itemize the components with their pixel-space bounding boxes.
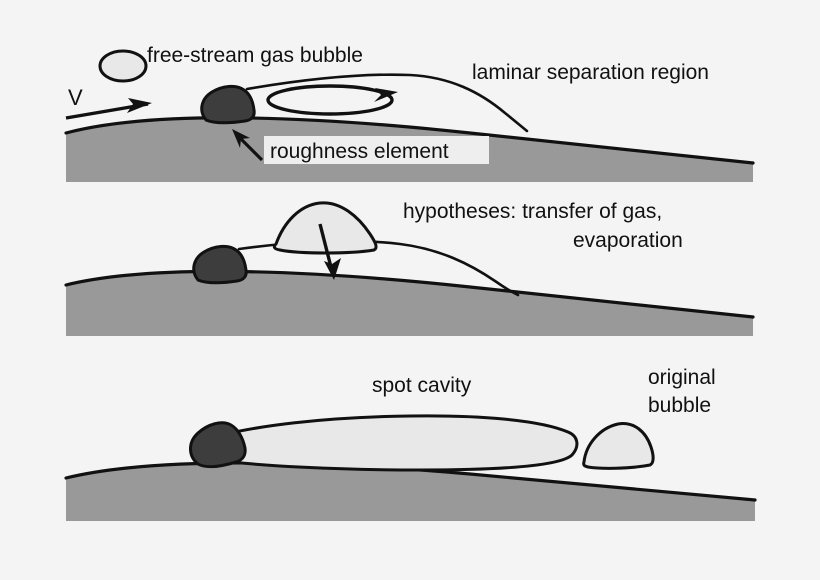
label-hypotheses-line2: evaporation bbox=[573, 229, 683, 252]
roughness-element bbox=[192, 244, 248, 285]
spot-cavity bbox=[196, 414, 579, 472]
label-spot-cavity: spot cavity bbox=[372, 374, 472, 397]
label-free-stream-gas-bubble: free-stream gas bubble bbox=[147, 44, 363, 67]
free-stream-gas-bubble bbox=[98, 49, 148, 83]
recirculation-vortex bbox=[266, 84, 394, 116]
surface-contour-line bbox=[64, 269, 755, 319]
attached-gas-bubble bbox=[272, 201, 378, 255]
roughness-element bbox=[189, 421, 247, 469]
separation-streamline bbox=[245, 73, 529, 133]
transfer-arrow-head bbox=[324, 258, 341, 280]
transfer-arrow-line bbox=[318, 223, 334, 272]
velocity-arrow-head bbox=[127, 98, 152, 113]
label-original-bubble-line2: bubble bbox=[648, 394, 711, 417]
roughness-element bbox=[200, 84, 256, 125]
recirculation-arrow-head bbox=[374, 88, 398, 102]
label-roughness-element: roughness element bbox=[270, 140, 449, 163]
panel-top: free-stream gas bubble V laminar separat… bbox=[64, 44, 755, 182]
panel-middle: hypotheses: transfer of gas, evaporation bbox=[64, 200, 755, 336]
surface-contour-line bbox=[64, 116, 755, 165]
panel-bottom: spot cavity original bubble bbox=[64, 366, 757, 521]
label-laminar-separation-region: laminar separation region bbox=[472, 61, 709, 84]
roughness-pointer-head bbox=[232, 129, 250, 148]
surface-contour-line bbox=[64, 461, 757, 502]
label-original-bubble-line1: original bbox=[648, 366, 716, 389]
roughness-callout-box bbox=[264, 136, 489, 164]
label-velocity: V bbox=[68, 85, 83, 110]
surface-wedge bbox=[66, 271, 753, 336]
original-bubble bbox=[582, 422, 655, 470]
surface-wedge bbox=[66, 462, 755, 521]
label-hypotheses-line1: hypotheses: transfer of gas, bbox=[403, 200, 662, 223]
